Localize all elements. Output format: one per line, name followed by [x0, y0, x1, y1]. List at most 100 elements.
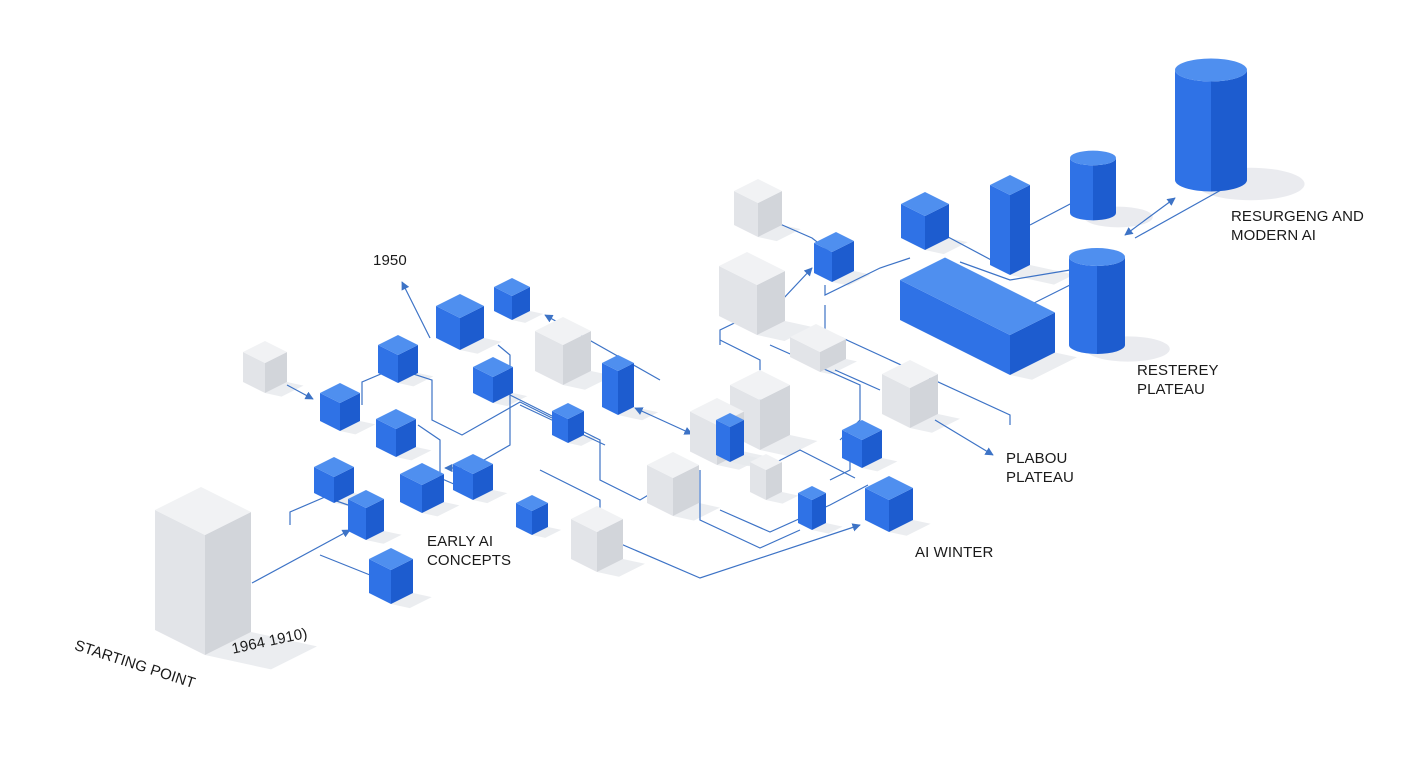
box-blue-right-1 — [842, 420, 882, 468]
box-blue-prism-left-face — [814, 243, 832, 282]
box-gray-right-mid — [882, 360, 938, 428]
box-gray-center-low — [647, 452, 699, 516]
box-right-top-blue-right-face — [925, 204, 949, 250]
box-blue-right-2-top-face — [865, 476, 913, 500]
box-gray-center-back-right-face — [760, 385, 790, 450]
box-blue-lower-1 — [314, 457, 354, 503]
box-blue-lower-4 — [348, 490, 384, 540]
box-gray-upper-left-shadow — [563, 371, 613, 390]
box-gray-small-left-shadow — [265, 382, 304, 397]
box-blue-center-face — [716, 413, 744, 462]
box-tall-blue-right-right-face — [1010, 185, 1030, 275]
block-plateau-flat-right-face — [1010, 312, 1055, 375]
box-gray-right-mid-left-face — [882, 374, 910, 428]
box-gray-tower — [719, 252, 785, 335]
box-gray-upper-left-top-face — [535, 317, 591, 345]
wire-flat-2 — [834, 369, 881, 391]
box-blue-lower-4-top-face — [348, 490, 384, 508]
box-gray-right-mid-shadow — [910, 414, 960, 433]
box-gray-upper-left — [535, 317, 591, 385]
box-blue-1950-top-shadow — [512, 311, 544, 323]
box-starting-point — [155, 487, 251, 655]
box-gray-lower-right-left-face — [571, 519, 597, 572]
box-right-top-blue-left-face — [901, 204, 925, 250]
box-gray-small-left — [243, 341, 287, 393]
box-gray-flat-mid — [790, 324, 846, 372]
box-blue-1950 — [436, 294, 484, 350]
box-blue-upper-mid-left-face — [378, 345, 398, 383]
box-blue-right-2 — [865, 476, 913, 532]
wire-modern-2 — [1134, 184, 1231, 239]
box-blue-early-top-face — [400, 463, 444, 485]
box-gray-small-left-left-face — [243, 352, 265, 393]
cylinder-modern-small — [1070, 150, 1116, 221]
wire-flat-3 — [829, 460, 851, 481]
box-blue-stack-lower-top-face — [798, 486, 826, 500]
box-blue-bottom-left-face — [369, 559, 391, 604]
box-blue-bottom-shadow — [391, 593, 432, 609]
box-tall-blue-right-left-face — [990, 185, 1010, 275]
box-blue-left-2-top-face — [376, 409, 416, 429]
cylinder-modern-small-left-side — [1070, 158, 1093, 221]
box-blue-right-2-right-face — [889, 488, 913, 532]
box-blue-stack-lower — [798, 486, 826, 530]
wire-early-1 — [319, 554, 371, 576]
box-blue-stack-lower-right-face — [812, 493, 826, 530]
box-blue-right-1-right-face — [862, 430, 882, 468]
box-blue-lower-3-top-face — [516, 495, 548, 511]
box-blue-1950-right-face — [460, 306, 484, 350]
box-gray-small-center-right-face — [766, 462, 782, 500]
box-blue-mid-2-left-face — [552, 411, 568, 443]
box-blue-mid-1-right-face — [493, 367, 513, 403]
wire-modern — [1124, 197, 1176, 236]
box-gray-small-center-top-face — [750, 454, 782, 470]
cylinder-modern-large-right-side — [1211, 70, 1247, 192]
box-blue-1950-top — [494, 278, 530, 320]
cylinder-resterey-top — [1069, 248, 1125, 266]
box-right-top-blue-top-face — [901, 192, 949, 216]
box-starting-point-left-face — [155, 510, 205, 655]
cylinder-modern-large-top — [1175, 58, 1247, 82]
label-plabou-plateau: PLABOU PLATEAU — [1006, 450, 1074, 486]
box-blue-early-left-face — [400, 474, 422, 513]
label-resurgence-modern-ai: RESURGENG AND MODERN AI — [1231, 208, 1364, 244]
wire-1950 — [401, 281, 431, 339]
box-gray-tower-top-face — [719, 252, 785, 285]
box-blue-early-right-face — [422, 474, 444, 513]
label-ai-winter: AI WINTER — [915, 544, 994, 561]
box-blue-left-2-shadow — [396, 447, 432, 461]
wire-start — [251, 529, 351, 584]
box-tall-blue-right — [990, 175, 1030, 275]
box-gray-upper-left-right-face — [563, 331, 591, 385]
box-gray-small-center — [750, 454, 782, 500]
box-blue-lower-3-left-face — [516, 503, 532, 535]
box-blue-left-2-right-face — [396, 419, 416, 457]
box-blue-center-face-shadow — [730, 455, 764, 467]
box-blue-center-face-top-face — [716, 413, 744, 427]
box-blue-lower-2-left-face — [453, 464, 473, 500]
box-blue-left-1-right-face — [340, 393, 360, 431]
cylinder-resterey-left-side — [1069, 257, 1097, 354]
cylinder-modern-small-top — [1070, 150, 1116, 166]
box-blue-lower-1-left-face — [314, 467, 334, 503]
box-blue-early-shadow — [422, 502, 460, 517]
cylinder-modern-small-right-side — [1093, 158, 1116, 221]
box-blue-prism-right-face — [832, 241, 854, 282]
box-gray-top-right-face — [758, 191, 782, 237]
box-blue-mid-1-left-face — [473, 367, 493, 403]
box-blue-mid-2-right-face — [568, 411, 584, 443]
box-blue-upper-mid-top-face — [378, 335, 418, 355]
box-gray-tower-shadow — [757, 321, 813, 341]
box-blue-tall-mid-top-face — [602, 355, 634, 371]
box-blue-lower-4-shadow — [366, 531, 402, 544]
label-1950: 1950 — [373, 252, 407, 269]
box-blue-1950-shadow — [460, 338, 502, 354]
box-blue-lower-2-right-face — [473, 464, 493, 500]
box-gray-flat-mid-left-face — [790, 337, 820, 372]
box-center-mixed-left-face — [690, 411, 717, 465]
box-blue-right-1-left-face — [842, 430, 862, 468]
box-blue-left-1-top-face — [320, 383, 360, 403]
label-early-ai-concepts: EARLY AI CONCEPTS — [427, 533, 512, 569]
box-blue-lower-3-right-face — [532, 503, 548, 535]
